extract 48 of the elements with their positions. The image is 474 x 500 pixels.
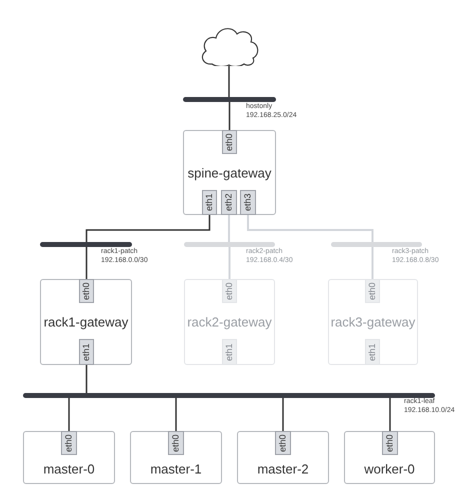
connector-line [389,398,391,431]
network-bus-bar [40,242,132,247]
interface-port: eth2 [221,190,237,215]
interface-port: eth1 [202,190,217,215]
device-name: rack3-gateway [330,316,416,330]
interface-port: eth1 [365,339,380,365]
device-name: master-0 [43,462,95,478]
device-name: rack1-gateway [44,316,128,330]
device-name: worker-0 [364,462,415,478]
device-name: master-2 [257,462,309,478]
device-box [237,431,329,484]
connector-line [86,365,88,393]
connector-line [175,398,177,431]
device-box [328,279,418,365]
connector-line [86,247,88,279]
connector-line [228,215,230,242]
device-name: rack2-gateway [187,316,272,330]
connector-line [282,398,284,431]
connector-line [86,215,210,242]
interface-port: eth3 [240,190,256,215]
device-box [344,431,435,484]
network-bus-bar [331,242,422,247]
network-bus-bar [184,242,275,247]
interface-port: eth1 [222,339,237,365]
device-box [130,431,222,484]
interface-port: eth0 [365,279,380,303]
device-box [183,130,276,215]
interface-port: eth0 [275,431,291,455]
interface-port: eth0 [222,130,237,154]
connector-line [228,66,230,97]
connector-line [372,247,374,279]
interface-port: eth0 [61,431,77,455]
device-name: master-1 [150,462,202,478]
connector-line [228,102,230,130]
interface-port: eth0 [168,431,184,455]
connector-line [247,215,374,242]
connector-line [228,247,230,279]
device-box [40,279,132,365]
device-box [23,431,115,484]
interface-port: eth0 [79,279,94,303]
network-bus-bar [183,97,276,102]
interface-port: eth1 [79,339,94,365]
interface-port: eth0 [382,431,398,455]
network-bus-bar [23,393,435,398]
interface-port: eth0 [222,279,237,303]
device-box [184,279,275,365]
connector-line [68,398,70,431]
device-name: spine-gateway [188,166,272,182]
